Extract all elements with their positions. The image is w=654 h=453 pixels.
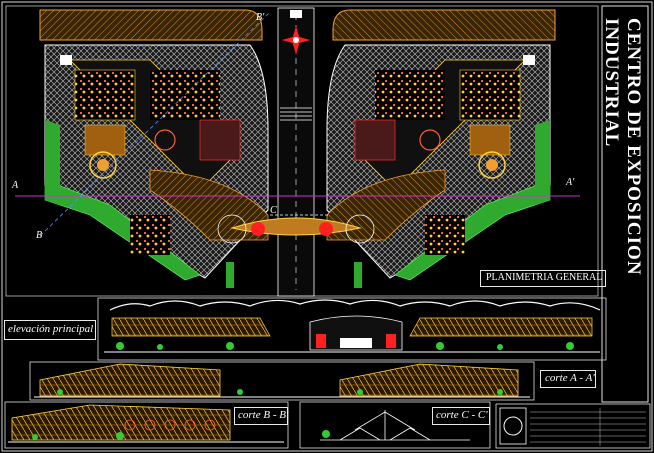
section-mark-a-right: A' bbox=[566, 177, 575, 188]
corte-bb-label-box bbox=[234, 407, 288, 425]
corte-aa-label: corte A - A' bbox=[545, 372, 595, 384]
corte-bb-label: corte B - B' bbox=[238, 409, 289, 421]
section-aa-drawing bbox=[29, 361, 535, 401]
section-mark-c: C bbox=[270, 205, 277, 216]
principal-elevation-drawing bbox=[97, 297, 607, 361]
title-block bbox=[495, 403, 651, 449]
title-frame bbox=[601, 5, 649, 403]
central-road bbox=[277, 7, 315, 297]
planimetria-label-box bbox=[480, 270, 606, 287]
corte-cc-label-box bbox=[432, 407, 490, 425]
planimetria-label: PLANIMETRIA GENERAL bbox=[486, 272, 603, 283]
section-bb-drawing bbox=[4, 401, 289, 449]
section-mark-b-top: B' bbox=[256, 12, 265, 23]
section-cc-drawing bbox=[299, 401, 491, 449]
corte-aa-label-box bbox=[540, 370, 596, 388]
elevacion-label-box bbox=[4, 320, 96, 340]
section-mark-a-left: A bbox=[12, 180, 19, 191]
section-mark-b-left: B bbox=[36, 230, 43, 241]
central-bridge bbox=[217, 214, 375, 288]
north-arrow-icon bbox=[282, 26, 310, 55]
corte-cc-label: corte C - C' bbox=[436, 409, 488, 421]
plan-right-wing bbox=[326, 9, 556, 281]
plan-left-wing bbox=[39, 9, 269, 281]
drawing-title: CENTRO DE EXPOSICION INDUSTRIAL bbox=[601, 18, 644, 276]
section-line-bb bbox=[39, 11, 271, 237]
elevacion-label: elevación principal bbox=[8, 323, 94, 335]
